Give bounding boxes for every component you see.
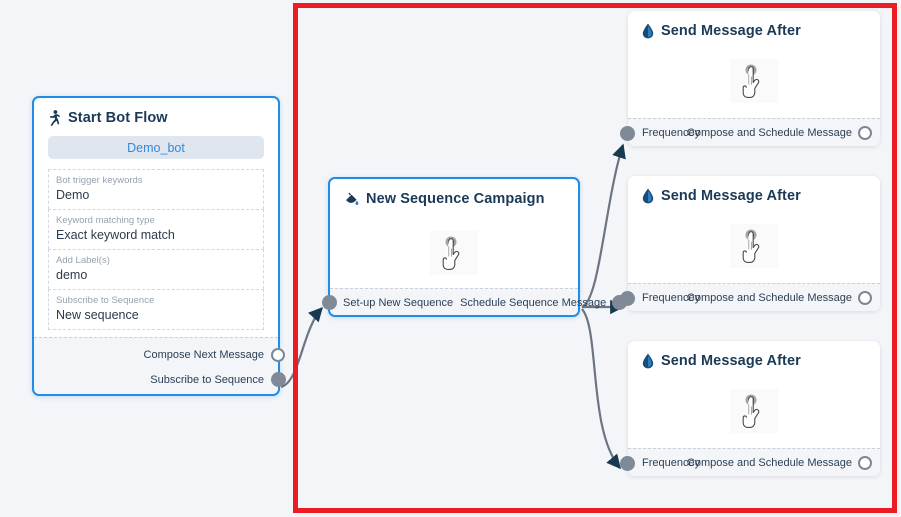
port-label: Schedule Sequence Message bbox=[460, 296, 607, 309]
port-dot-hollow-icon[interactable] bbox=[858, 291, 872, 305]
node-header: Send Message After bbox=[628, 341, 880, 377]
field-subscribe-to-sequence[interactable]: Subscribe to Sequence New sequence bbox=[48, 289, 264, 330]
port-dot-hollow-icon[interactable] bbox=[858, 456, 872, 470]
port-dot-filled-icon[interactable] bbox=[620, 125, 635, 141]
field-bot-trigger-keywords[interactable]: Bot trigger keywords Demo bbox=[48, 169, 264, 209]
field-value: Demo bbox=[56, 188, 90, 202]
field-value: Exact keyword match bbox=[56, 228, 175, 242]
bot-fields-list: Bot trigger keywords Demo Keyword matchi… bbox=[48, 169, 264, 330]
port-dot-hollow-icon[interactable] bbox=[271, 347, 285, 362]
port-dot-filled-icon[interactable] bbox=[322, 295, 337, 310]
water-drop-icon bbox=[642, 188, 654, 204]
port-dot-hollow-icon[interactable] bbox=[858, 126, 872, 140]
node-send-message-after[interactable]: Send Message After Frequencey Compose an… bbox=[620, 176, 880, 311]
field-value: demo bbox=[56, 268, 88, 282]
node-title: Send Message After bbox=[661, 23, 801, 39]
port-compose-next-message[interactable]: Compose Next Message bbox=[34, 342, 285, 367]
field-label: Add Label(s) bbox=[56, 255, 110, 266]
field-label: Subscribe to Sequence bbox=[56, 295, 155, 306]
port-subscribe-to-sequence[interactable]: Subscribe to Sequence bbox=[34, 367, 286, 392]
port-label-compose-and-schedule: Compose and Schedule Message bbox=[686, 457, 852, 469]
node-body bbox=[330, 231, 578, 275]
port-label-frequency: Frequencey bbox=[642, 127, 701, 139]
port-label-frequency: Frequencey bbox=[642, 457, 701, 469]
paint-pour-icon bbox=[344, 192, 359, 207]
hand-pointer-icon bbox=[730, 224, 778, 268]
field-label: Bot trigger keywords bbox=[56, 175, 143, 186]
port-schedule-sequence-message[interactable]: Schedule Sequence Message bbox=[460, 295, 628, 310]
port-dot-filled-icon[interactable] bbox=[271, 372, 286, 387]
field-keyword-matching-type[interactable]: Keyword matching type Exact keyword matc… bbox=[48, 209, 264, 249]
port-label: Compose Next Message bbox=[143, 348, 264, 361]
port-label-compose-and-schedule: Compose and Schedule Message bbox=[686, 292, 852, 304]
port-dot-filled-icon[interactable] bbox=[620, 455, 635, 471]
hand-pointer-icon bbox=[430, 231, 478, 275]
node-header: Start Bot Flow bbox=[34, 98, 278, 134]
edge-start-to-sequence bbox=[280, 306, 323, 389]
port-dot-filled-icon[interactable] bbox=[620, 290, 635, 306]
hand-pointer-icon bbox=[730, 59, 778, 103]
node-title: Start Bot Flow bbox=[68, 110, 168, 126]
node-title: Send Message After bbox=[661, 353, 801, 369]
bot-name-label: Demo_bot bbox=[127, 140, 185, 155]
node-body bbox=[628, 224, 880, 268]
node-body bbox=[628, 59, 880, 103]
node-footer-ports: Frequencey Compose and Schedule Message bbox=[620, 448, 880, 476]
port-label: Set-up New Sequence bbox=[343, 296, 454, 309]
node-footer-ports: Set-up New Sequence Schedule Sequence Me… bbox=[322, 288, 628, 315]
field-add-labels[interactable]: Add Label(s) demo bbox=[48, 249, 264, 289]
field-label: Keyword matching type bbox=[56, 215, 155, 226]
node-header: Send Message After bbox=[628, 11, 880, 47]
port-label-frequency: Frequencey bbox=[642, 292, 701, 304]
running-person-icon bbox=[48, 110, 61, 126]
water-drop-icon bbox=[642, 23, 654, 39]
hand-pointer-icon bbox=[730, 389, 778, 433]
port-label: Subscribe to Sequence bbox=[150, 373, 264, 386]
edge-sequence-to-card-3 bbox=[581, 308, 621, 470]
edge-sequence-to-card-1 bbox=[581, 143, 626, 309]
bot-name-pill[interactable]: Demo_bot bbox=[48, 136, 264, 159]
water-drop-icon bbox=[642, 353, 654, 369]
node-title: New Sequence Campaign bbox=[366, 191, 545, 207]
node-footer-ports: Frequencey Compose and Schedule Message bbox=[620, 283, 880, 311]
node-footer-ports: Frequencey Compose and Schedule Message bbox=[620, 118, 880, 146]
node-body bbox=[628, 389, 880, 433]
field-value: New sequence bbox=[56, 308, 139, 322]
node-send-message-after[interactable]: Send Message After Frequencey Compose an… bbox=[620, 11, 880, 146]
node-new-sequence-campaign[interactable]: New Sequence Campaign Set-up New Sequenc… bbox=[322, 177, 628, 317]
node-title: Send Message After bbox=[661, 188, 801, 204]
port-label-compose-and-schedule: Compose and Schedule Message bbox=[686, 127, 852, 139]
node-header: Send Message After bbox=[628, 176, 880, 212]
node-start-bot-flow[interactable]: Start Bot Flow Demo_bot Bot trigger keyw… bbox=[32, 96, 286, 396]
node-footer-ports: Compose Next Message Subscribe to Sequen… bbox=[34, 337, 286, 394]
node-header: New Sequence Campaign bbox=[330, 179, 578, 215]
port-setup-new-sequence[interactable]: Set-up New Sequence bbox=[322, 295, 454, 310]
node-send-message-after[interactable]: Send Message After Frequencey Compose an… bbox=[620, 341, 880, 476]
